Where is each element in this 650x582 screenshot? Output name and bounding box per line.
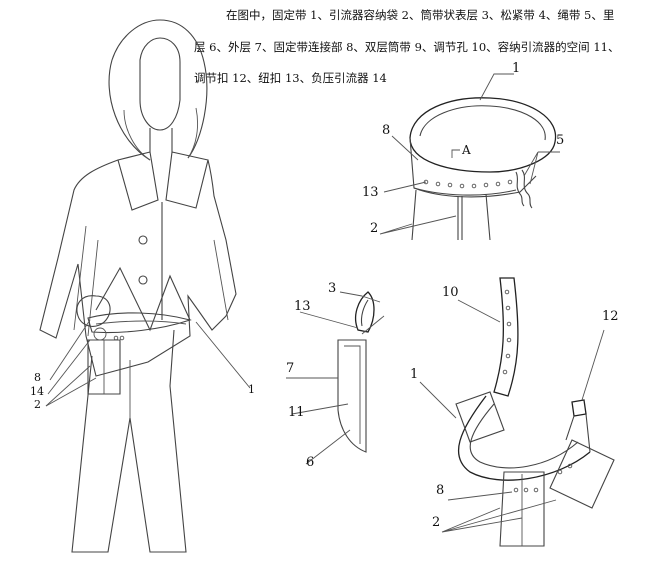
label-fig3-11: 11 (288, 405, 305, 420)
leader-14 (47, 339, 91, 395)
figure-person (39, 19, 251, 553)
buckle-12 (571, 399, 587, 417)
collar-left (117, 151, 159, 211)
button-2 (138, 275, 148, 285)
label-fig2-13: 13 (362, 185, 379, 200)
leader-2a (45, 365, 91, 407)
label-fig2-2: 2 (370, 221, 379, 236)
label-fig3-7: 7 (286, 361, 295, 376)
leader-fig4-1 (419, 381, 457, 419)
strings-5b (521, 169, 533, 209)
person-belt-band (95, 320, 187, 325)
leader-fig4-10 (457, 299, 501, 323)
caption-line-2: 层 6、外层 7、固定带连接部 8、双层筒带 9、调节孔 10、容纳引流器的空间… (194, 40, 620, 54)
collar-right (165, 151, 209, 209)
leader-2b (45, 377, 97, 407)
leader-fig4-12 (581, 329, 605, 401)
label-fig4-8: 8 (436, 483, 445, 498)
leader-fig2-13 (383, 181, 427, 193)
section-loop (354, 291, 375, 333)
label-fig1-2: 2 (34, 398, 41, 411)
caption-line-1: 在图中，固定带 1、引流器容纳袋 2、筒带状表层 3、松紧带 4、绳带 5、里 (226, 8, 615, 22)
jacket-hem (95, 266, 191, 332)
leader-fig2-8 (391, 135, 419, 161)
pants-outline (71, 329, 187, 553)
figure-belt-open (419, 277, 615, 547)
belt-ring-outer (409, 97, 557, 173)
leader-fig3-6 (305, 429, 351, 465)
leader-fig3-11 (291, 403, 349, 415)
label-fig4-1: 1 (410, 367, 419, 382)
left-tab-1 (455, 391, 505, 443)
belt-right (565, 413, 591, 453)
person-belt-hole (119, 335, 125, 341)
person-drain-knob (93, 327, 107, 341)
label-fig2-8: 8 (382, 123, 391, 138)
belt-holes (423, 179, 513, 189)
belt-ring-inner (419, 105, 546, 141)
sleeve-left (73, 225, 99, 337)
label-fig4-10: 10 (442, 285, 459, 300)
section-outer-7 (337, 339, 367, 453)
leader-fig3-3 (339, 291, 381, 303)
figure-section (286, 291, 385, 465)
leader-1 (195, 321, 251, 389)
leader-fig3-13 (299, 311, 359, 329)
caption-line-3: 调节扣 12、纽扣 13、负压引流器 14 (194, 71, 387, 85)
jacket-outline (39, 159, 237, 377)
leader-fig4-8 (447, 491, 513, 501)
person-belt (87, 312, 192, 334)
face-outline (139, 37, 181, 131)
label-fig1-8: 8 (34, 371, 41, 384)
hair-outline (108, 19, 208, 161)
label-fig1-1: 1 (248, 383, 255, 396)
person-drain-device (76, 295, 111, 327)
label-fig3-13: 13 (294, 299, 311, 314)
label-fig2-5: 5 (556, 133, 565, 148)
person-pouch (87, 339, 121, 395)
label-fig2-1: 1 (512, 61, 521, 76)
label-fig3-6: 6 (306, 455, 315, 470)
hair-inner (123, 107, 199, 161)
section-a-marker (451, 149, 460, 158)
leader-fig2-5 (523, 151, 560, 185)
leader-fig2-2 (379, 215, 457, 235)
label-fig2-A: A (462, 143, 471, 157)
leader-8 (49, 319, 91, 381)
label-fig1-14: 14 (30, 385, 44, 398)
label-fig4-2: 2 (432, 515, 441, 530)
strings-5a (515, 171, 525, 207)
leader-fig4-2 (441, 499, 557, 533)
strap-holes (502, 289, 512, 375)
figure-belt-top (379, 73, 560, 241)
belt-band-bottom (413, 187, 517, 196)
strap-10 (493, 277, 519, 397)
section-inner-6 (344, 345, 361, 444)
person-belt-hole (113, 335, 119, 341)
label-fig4-12: 12 (602, 309, 619, 324)
belt-open-holes (513, 463, 573, 493)
section-top-tab (361, 315, 385, 335)
label-fig3-3: 3 (328, 281, 337, 296)
sleeve-right (213, 239, 229, 321)
belt-curve-inner (469, 403, 579, 469)
leader-fig2-1 (479, 73, 514, 101)
belt-pouch (411, 189, 491, 241)
right-pouch (549, 439, 615, 509)
button-1 (138, 235, 148, 245)
neck (149, 128, 173, 152)
section-loop-inner (360, 299, 369, 327)
